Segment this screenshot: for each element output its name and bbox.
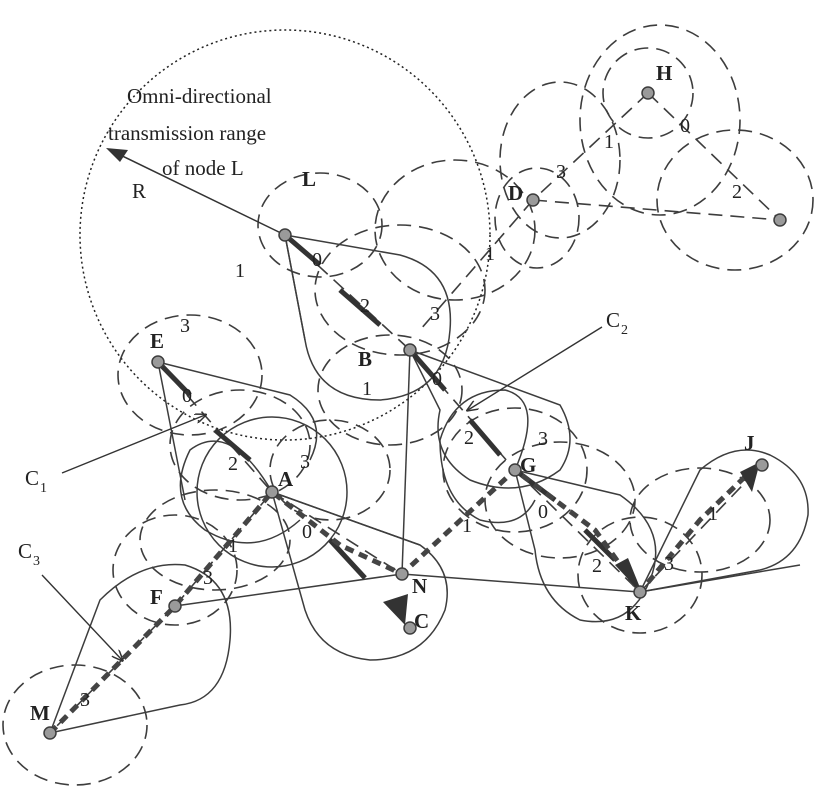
label-f: F: [150, 585, 163, 609]
sector-b-0: 0: [432, 368, 442, 390]
component-label-c3: C 3: [18, 539, 40, 569]
label-m: M: [30, 701, 50, 725]
annotation-line-3: of node L: [162, 156, 244, 180]
sector-d-1: 1: [485, 243, 495, 265]
annotation-line-1: Omni-directional: [127, 84, 272, 108]
sector-k-3: 3: [664, 553, 674, 575]
svg-text:2: 2: [621, 323, 628, 338]
node-c: [403, 621, 417, 635]
sector-g-3: 3: [538, 428, 548, 450]
radius-arrowhead: [106, 148, 128, 162]
label-a: A: [278, 467, 294, 491]
svg-text:C: C: [25, 466, 39, 490]
sector-d-3: 3: [556, 161, 566, 183]
sector-a-2: 2: [228, 453, 238, 475]
sector-g-1: 1: [462, 515, 472, 537]
sector-k-2: 2: [592, 555, 602, 577]
svg-text:C: C: [606, 308, 620, 332]
node-h: [641, 86, 655, 100]
sector-g-2: 2: [464, 427, 474, 449]
sector-f-3: 3: [203, 567, 213, 589]
sector-l-1: 1: [235, 260, 245, 282]
c2-pointer: [468, 326, 603, 410]
sector-a-3: 3: [300, 451, 310, 473]
c3-pointer: [41, 574, 122, 660]
label-j: J: [744, 431, 755, 455]
sector-h-1: 1: [604, 131, 614, 153]
label-n: N: [412, 574, 427, 598]
node-d: [526, 193, 540, 207]
sector-e-3: 3: [180, 315, 190, 337]
radius-label: R: [132, 179, 146, 203]
node-n: [395, 567, 409, 581]
sector-g-0: 0: [538, 501, 548, 523]
svg-text:3: 3: [33, 554, 40, 569]
route-path: [48, 462, 760, 735]
sector-h-2: 2: [732, 181, 742, 203]
omni-range-circle: [79, 29, 491, 441]
sector-e-0: 0: [182, 385, 192, 407]
sector-a-1: 1: [228, 535, 238, 557]
nodes: [43, 86, 787, 740]
component-label-c1: C 1: [25, 466, 47, 496]
node-j: [755, 458, 769, 472]
label-k: K: [625, 601, 642, 625]
node-g: [508, 463, 522, 477]
node-b: [403, 343, 417, 357]
sector-b-1: 1: [362, 378, 372, 400]
node-k: [633, 585, 647, 599]
label-g: G: [520, 453, 536, 477]
sector-l-0: 0: [312, 249, 322, 271]
component-label-c2: C 2: [606, 308, 628, 338]
node-m: [43, 726, 57, 740]
sector-m-3: 3: [80, 689, 90, 711]
solid-sector-coverage: [48, 234, 809, 735]
svg-text:C: C: [18, 539, 32, 563]
sector-j-1: 1: [708, 503, 718, 525]
node-a: [265, 485, 279, 499]
label-d: D: [508, 181, 523, 205]
radius-arrow: [109, 149, 286, 236]
sector-h-0: 0: [680, 115, 690, 137]
label-b: B: [358, 347, 372, 371]
label-l: L: [302, 167, 316, 191]
node-unlabeled: [773, 213, 787, 227]
svg-text:1: 1: [40, 481, 47, 496]
node-f: [168, 599, 182, 613]
label-c: C: [414, 609, 429, 633]
sector-a-0: 0: [302, 521, 312, 543]
sector-b-3: 3: [430, 303, 440, 325]
c1-pointer: [61, 415, 205, 474]
label-h: H: [656, 61, 672, 85]
sector-b-2: 2: [360, 295, 370, 317]
node-l: [278, 228, 292, 242]
node-e: [151, 355, 165, 369]
label-e: E: [150, 329, 164, 353]
annotation-line-2: transmission range: [108, 121, 266, 145]
